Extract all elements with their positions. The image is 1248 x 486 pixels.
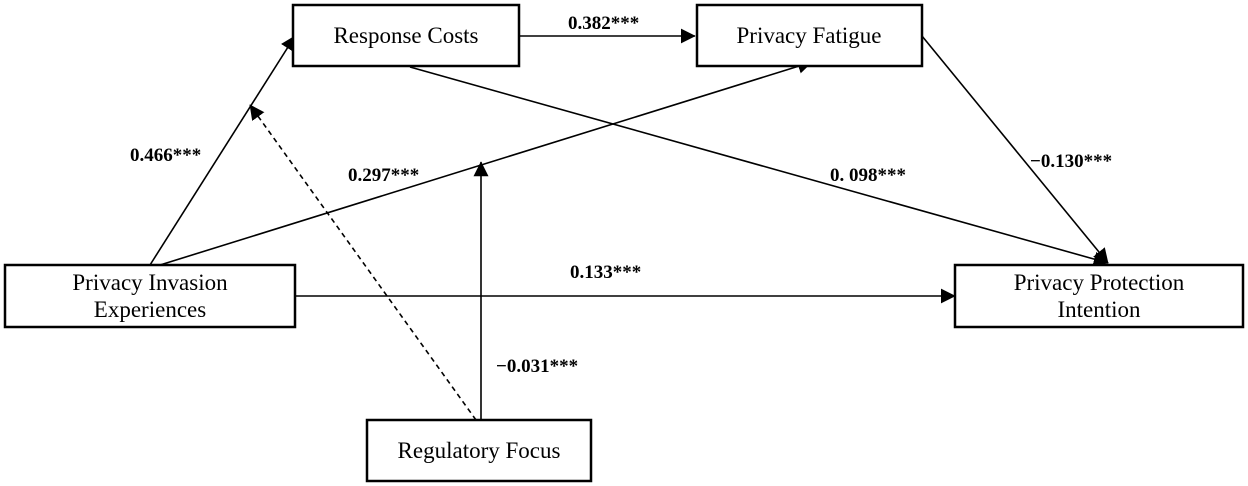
path-costs-to-protection — [409, 66, 1109, 267]
coef-costs-to-fatigue: 0.382*** — [568, 13, 639, 34]
coef-fatigue-to-protection: −0.130*** — [1030, 151, 1112, 172]
coef-invasion-to-fatigue: 0.297*** — [348, 165, 419, 186]
node-privacy-fatigue-label: Privacy Fatigue — [737, 23, 882, 48]
path-invasion-to-costs — [149, 35, 296, 266]
node-privacy-protection-line2: Intention — [1057, 297, 1141, 322]
path-invasion-to-fatigue — [159, 59, 813, 266]
node-regulatory-focus-label: Regulatory Focus — [398, 438, 561, 463]
node-privacy-protection-line1: Privacy Protection — [1014, 270, 1185, 295]
coef-invasion-to-protection: 0.133*** — [570, 262, 641, 283]
path-moderation-dashed — [249, 104, 477, 421]
coef-invasion-to-costs: 0.466*** — [130, 145, 201, 166]
node-privacy-invasion-experiences: Privacy Invasion Experiences — [3, 263, 297, 329]
node-response-costs: Response Costs — [291, 3, 521, 68]
node-regulatory-focus: Regulatory Focus — [365, 418, 593, 483]
coef-moderation: −0.031*** — [496, 356, 578, 377]
path-fatigue-to-protection — [921, 35, 1109, 264]
node-privacy-fatigue: Privacy Fatigue — [695, 3, 924, 68]
node-privacy-invasion-line1: Privacy Invasion — [72, 270, 228, 295]
coef-costs-to-protection: 0. 098*** — [830, 165, 906, 186]
node-privacy-protection-intention: Privacy Protection Intention — [953, 263, 1245, 329]
node-privacy-invasion-line2: Experiences — [94, 297, 206, 322]
node-response-costs-label: Response Costs — [333, 23, 478, 48]
